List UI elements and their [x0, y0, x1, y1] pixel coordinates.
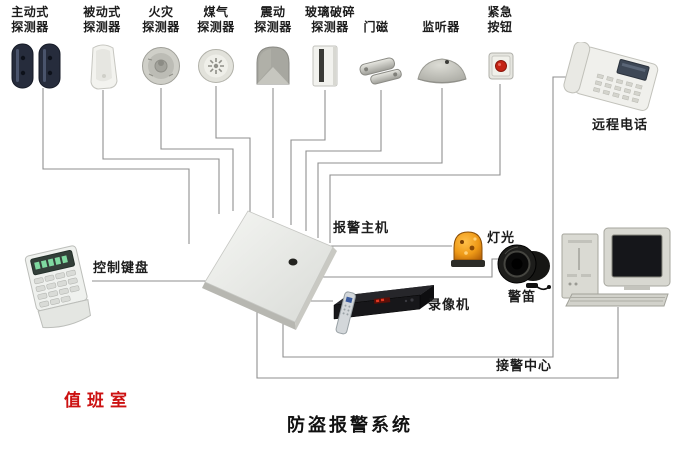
wire-siren — [322, 258, 499, 278]
label-control-keypad: 控制键盘 — [93, 261, 150, 276]
passive-detector-icon — [90, 44, 118, 90]
siren-icon — [497, 244, 551, 291]
wire-gas-detector — [215, 86, 251, 212]
wire-listener — [317, 88, 443, 238]
host-keyhole — [288, 258, 298, 266]
control-keypad-icon — [24, 245, 92, 329]
wire-glass-break-detector — [290, 90, 326, 225]
diagram-title: 防盗报警系统 — [287, 415, 413, 436]
wire-alarm-center — [256, 305, 619, 379]
wire-door-contact — [305, 90, 382, 231]
label-active-detector: 主动式 探测器 — [11, 5, 49, 34]
label-passive-detector: 被动式 探测器 — [83, 5, 121, 34]
alarm-host-box — [202, 210, 337, 330]
vibration-detector-icon — [256, 46, 290, 85]
label-listener: 监听器 — [422, 20, 460, 34]
wire-active-detector — [42, 88, 190, 244]
fire-detector-icon — [142, 47, 180, 85]
wire-remote-phone — [282, 76, 574, 358]
light-beacon-icon — [451, 231, 485, 267]
listener-icon — [417, 58, 467, 84]
gas-detector-icon — [198, 49, 234, 83]
label-fire-detector: 火灾 探测器 — [142, 5, 180, 34]
label-vibration-detector: 震动 探测器 — [254, 5, 292, 34]
emergency-button-icon — [488, 52, 514, 80]
wire-emergency-button — [329, 84, 501, 243]
video-recorder-icon — [333, 285, 434, 335]
alarm-center-computer-icon — [561, 227, 671, 307]
remote-phone-icon — [563, 42, 659, 111]
label-alarm-center: 接警中心 — [496, 359, 553, 374]
active-detector-icon — [11, 43, 61, 89]
label-glass-break-detector: 玻璃破碎 探测器 — [304, 5, 355, 34]
label-siren: 警笛 — [508, 290, 537, 305]
wire-fire-detector — [160, 88, 234, 211]
label-remote-phone: 远程电话 — [591, 118, 648, 133]
glass-break-detector-icon — [312, 45, 338, 87]
label-alarm-host: 报警主机 — [333, 221, 390, 236]
label-emergency-button: 紧急 按钮 — [487, 5, 513, 34]
label-video-recorder: 录像机 — [428, 298, 471, 313]
label-light: 灯光 — [487, 231, 516, 246]
label-door-contact: 门磁 — [363, 20, 389, 34]
door-contact-icon — [359, 57, 402, 85]
wire-passive-detector — [102, 90, 220, 214]
label-duty-room: 值班室 — [64, 391, 133, 411]
label-gas-detector: 煤气 探测器 — [197, 5, 235, 34]
